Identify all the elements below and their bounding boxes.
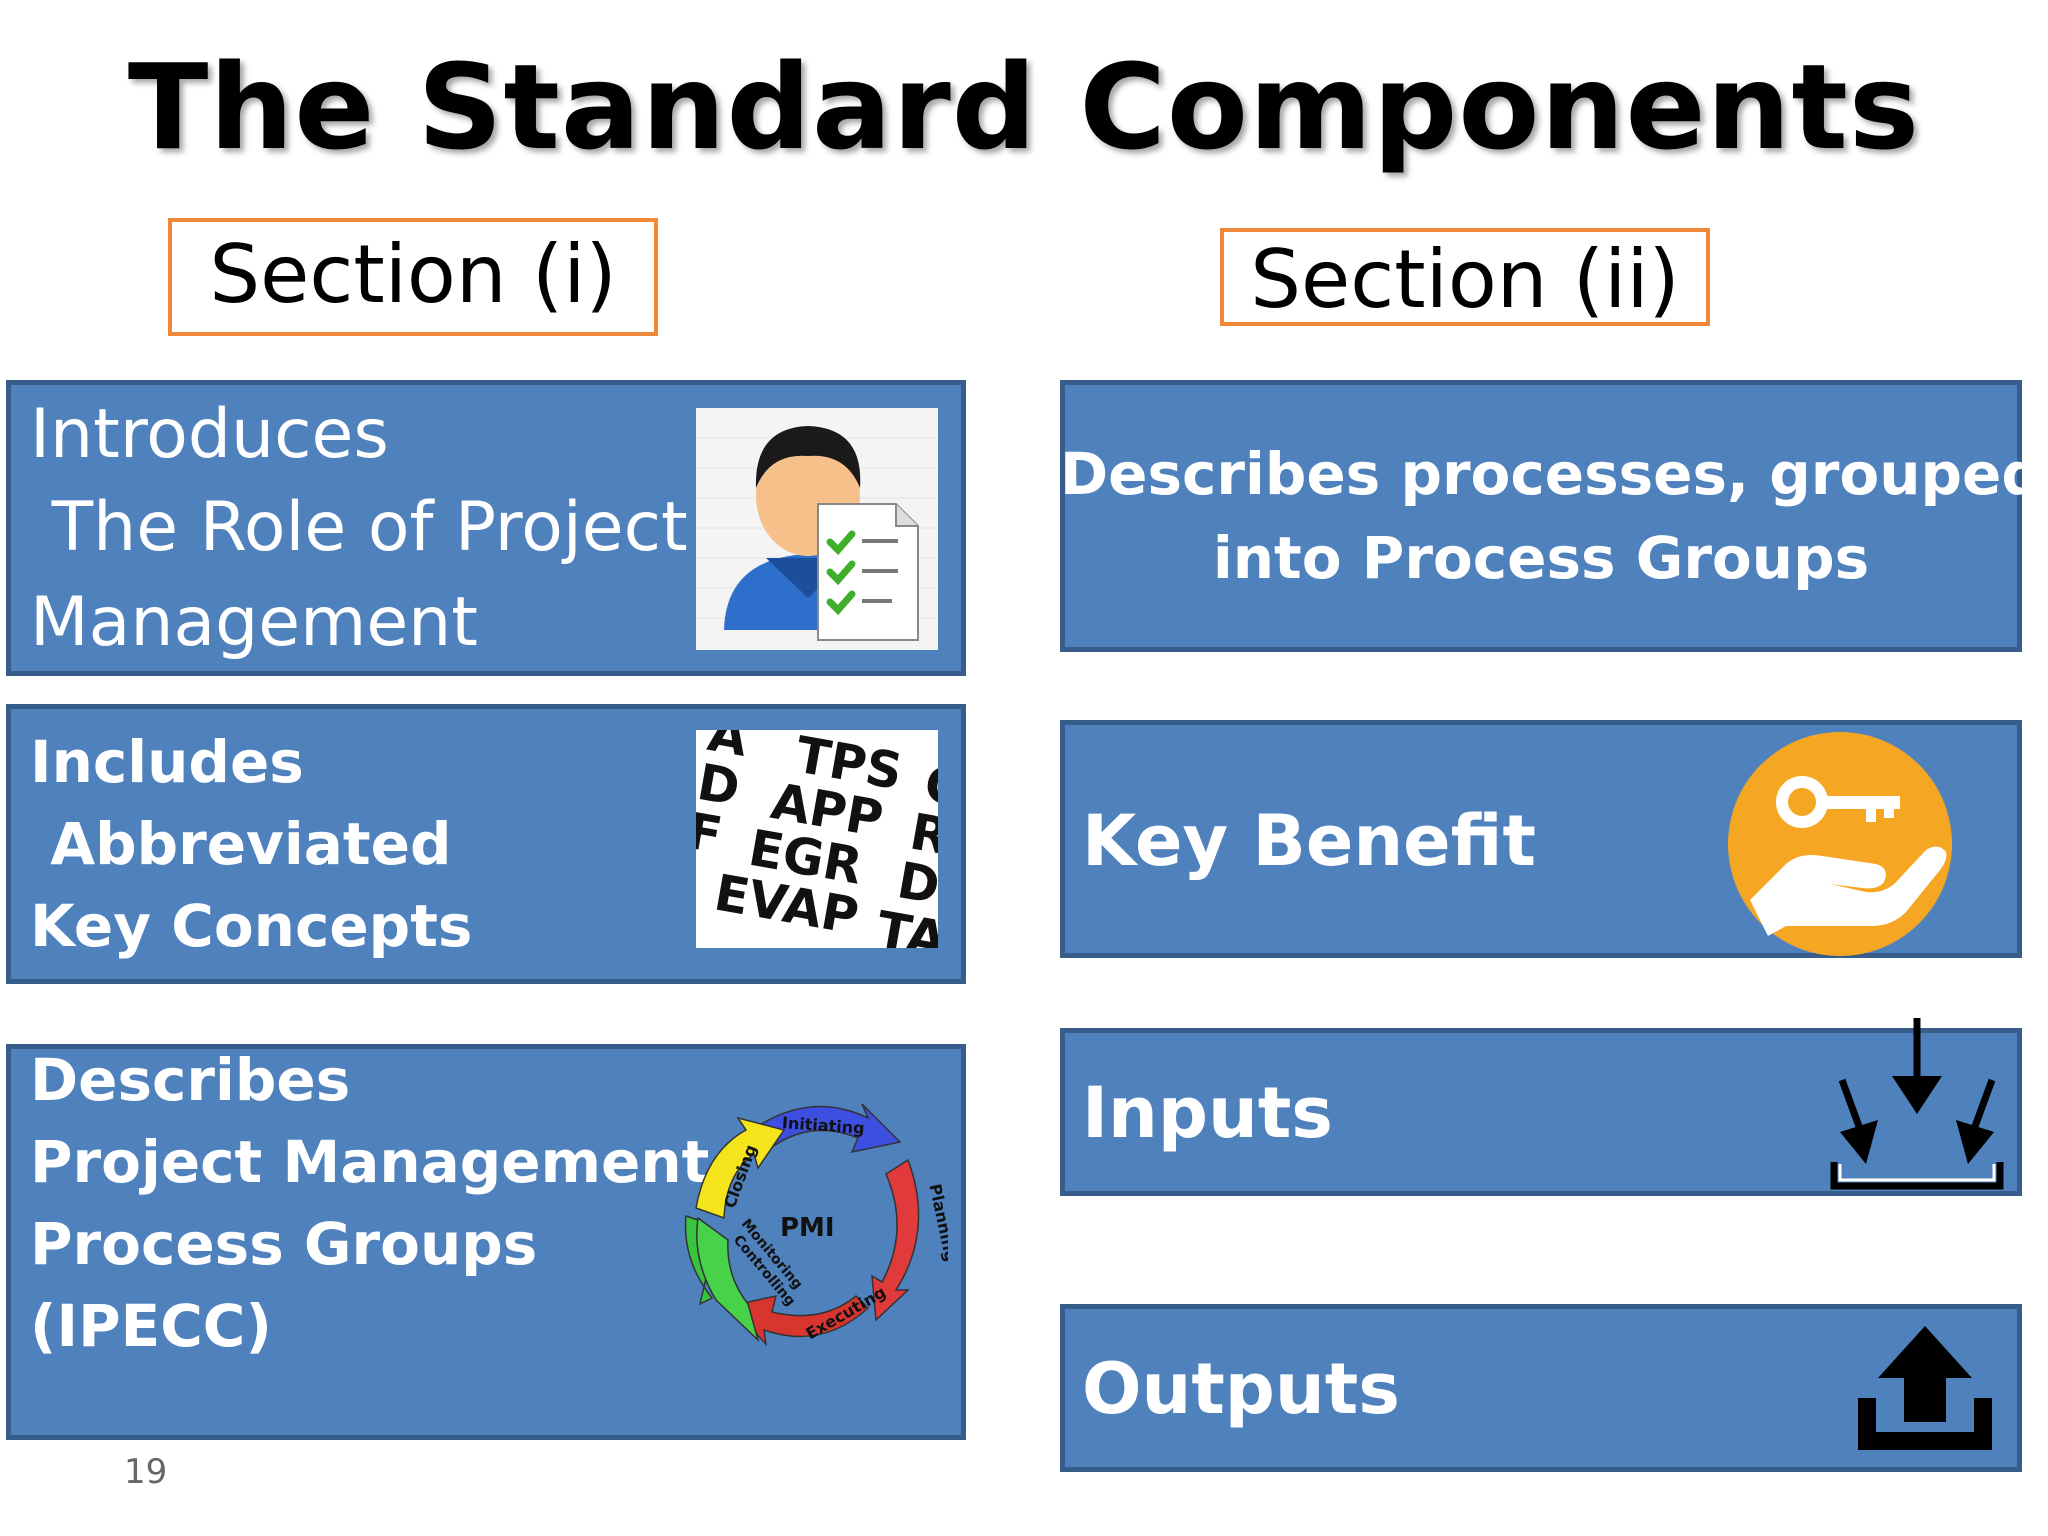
card-text-line: Describes [30,1046,351,1114]
card-text-line: The Role of Project [30,488,688,567]
card-text-line: Key Concepts [30,892,473,960]
slide-title: The Standard Components [127,38,1921,176]
card-text-line: (IPECC) [30,1292,272,1360]
pmi-cycle-diagram: Initiating Planning Executing Monitoring… [672,1090,948,1360]
card-text-line: Management [30,583,478,662]
card-text-line: Introduces [30,395,389,474]
card-text-line: Includes [30,728,304,796]
svg-text:D: D [893,851,938,915]
card-text-line: Key Benefit [1082,800,1536,882]
upload-icon [1852,1322,1998,1456]
person-checklist-icon [696,408,938,650]
inputs-card [1060,1028,2022,1196]
page-number: 19 [124,1452,168,1492]
acronyms-collage-image: TPS APP EGR EVAP A D F C R D TA [696,730,938,948]
svg-text:TA: TA [872,900,938,948]
card-text-line: Process Groups [30,1210,538,1278]
card-text-line: into Process Groups [1212,524,1870,592]
svg-text:PMI: PMI [780,1213,835,1243]
section-i-label: Section (i) [168,218,658,336]
card-text-line: Describes processes, grouped [1060,440,2043,508]
card-text-line: Inputs [1082,1072,1333,1154]
processes-card [1060,380,2022,652]
inputs-arrows-icon [1828,1014,2006,1194]
svg-text:Planning: Planning [925,1182,948,1263]
card-text-line: Project Management [30,1128,710,1196]
card-text-line: Outputs [1082,1348,1400,1430]
section-ii-label: Section (ii) [1220,228,1710,326]
card-text-line: Abbreviated [30,810,452,878]
key-hand-icon [1726,730,1954,958]
